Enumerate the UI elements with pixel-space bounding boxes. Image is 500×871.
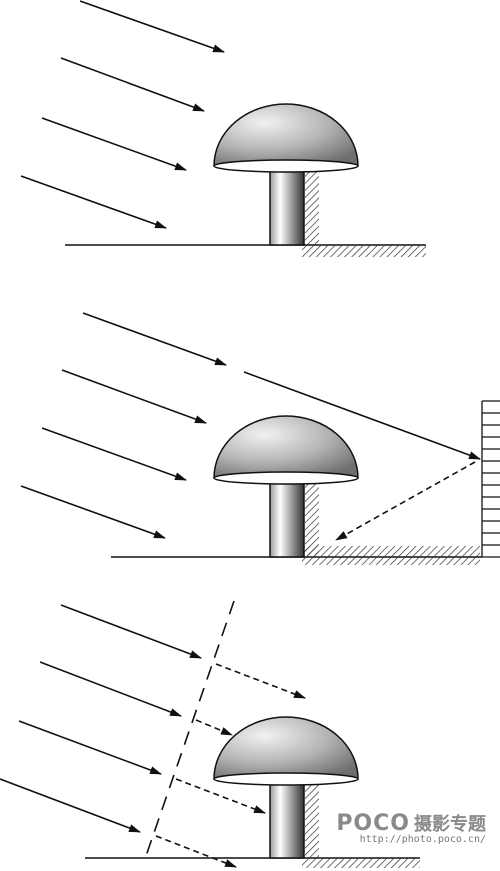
shadow <box>302 172 426 257</box>
light-ray <box>60 57 205 112</box>
shadow <box>302 484 480 565</box>
panel-diffused-light <box>0 600 420 868</box>
light-rays <box>0 604 202 833</box>
light-ray <box>20 485 166 539</box>
light-rays <box>20 0 225 229</box>
diffused-ray <box>155 835 237 868</box>
panel-direct-light <box>20 0 426 257</box>
light-ray <box>61 369 207 424</box>
light-ray <box>60 604 202 659</box>
light-ray <box>82 312 227 366</box>
panel-reflected-fill <box>20 312 500 565</box>
light-ray-to-reflector <box>243 371 481 460</box>
shadow <box>302 780 420 868</box>
reflected-ray <box>335 461 476 541</box>
mushroom-object <box>213 716 359 859</box>
reflector-board <box>481 400 500 558</box>
light-ray <box>18 720 162 775</box>
diffused-rays <box>155 663 306 868</box>
light-ray <box>79 0 225 53</box>
light-ray <box>39 661 182 717</box>
light-rays <box>20 312 481 539</box>
light-ray <box>0 778 141 833</box>
diffused-ray <box>175 778 266 814</box>
mushroom-object <box>213 103 359 246</box>
diffusion-screen <box>145 600 235 857</box>
light-ray <box>41 117 187 171</box>
diffused-ray <box>195 719 233 736</box>
diffused-ray <box>215 663 306 699</box>
mushroom-object <box>213 415 359 558</box>
light-ray <box>41 427 187 481</box>
light-ray <box>20 175 167 229</box>
